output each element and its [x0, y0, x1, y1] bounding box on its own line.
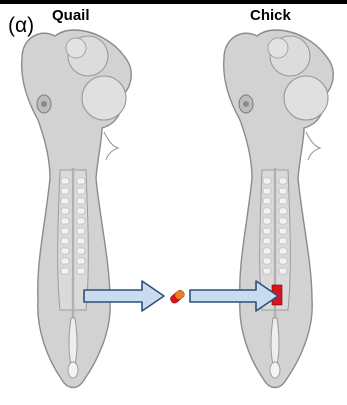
chick-title: Chick: [250, 7, 291, 24]
quail-title: Quail: [52, 7, 90, 24]
panel-label: (α): [8, 14, 34, 38]
chick-embryo: [224, 30, 334, 388]
quail-embryo: [22, 30, 132, 388]
graft-piece-icon: [169, 289, 186, 305]
